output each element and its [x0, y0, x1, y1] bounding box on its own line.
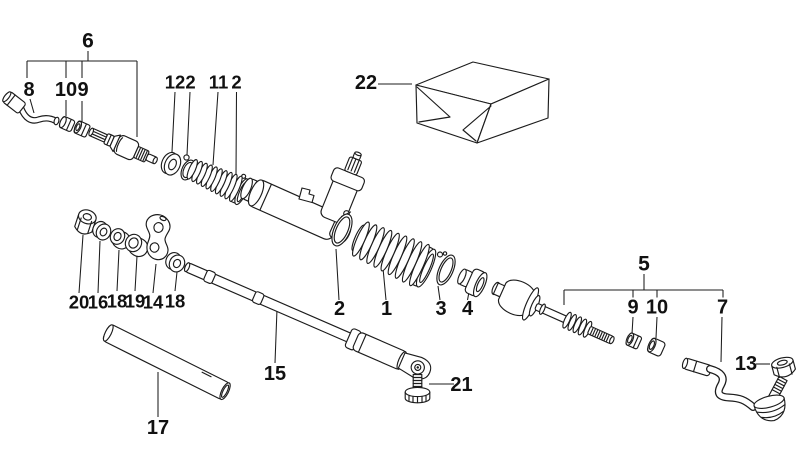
- leader-12-2-11-2: [171, 91, 238, 177]
- callout-6: 6: [82, 30, 94, 53]
- part-7-tie-rod-end: [681, 357, 788, 422]
- callout-2b: 2: [231, 72, 241, 93]
- leader-bracket-6: [26, 51, 138, 137]
- steering-gear-housing: [240, 151, 366, 243]
- part-3-boot-clamp-outer: [436, 251, 456, 286]
- callout-16: 16: [88, 292, 109, 313]
- part-18-washer-b: [165, 252, 186, 273]
- callout-labels: 6 8 10 9 12 2 11 2 22 2 1 3 4 5 9 10 7 1…: [23, 30, 757, 440]
- part-20-nut: [74, 209, 97, 235]
- callout-2a: 2: [185, 72, 195, 93]
- part-15-rack-shaft: [183, 262, 432, 380]
- callout-2c: 2: [334, 298, 345, 320]
- callout-12: 12: [165, 72, 186, 93]
- callout-8: 8: [23, 79, 34, 101]
- callout-17: 17: [147, 417, 169, 439]
- part-4-spacer-bushing: [457, 268, 488, 298]
- callout-18a: 18: [107, 291, 128, 312]
- callout-21: 21: [450, 374, 472, 396]
- callout-5: 5: [638, 253, 650, 276]
- callout-9a: 9: [77, 79, 88, 101]
- part-22-repair-kit-box: [415, 61, 550, 144]
- callout-19: 19: [125, 291, 146, 312]
- part-8-vent-pipe: [2, 91, 60, 126]
- part-6-inner-tie-rod-left: [88, 127, 158, 165]
- callout-1: 1: [381, 298, 392, 320]
- leader-20-16-18-19-14-18: [78, 234, 178, 294]
- callout-10b: 10: [646, 297, 668, 319]
- callout-11: 11: [209, 72, 229, 93]
- callout-3: 3: [435, 298, 446, 320]
- leader-15: [274, 308, 278, 364]
- callout-4: 4: [462, 298, 474, 320]
- callout-15: 15: [264, 363, 286, 385]
- part-10-bushing-left: [58, 116, 76, 132]
- part-16-washer: [92, 220, 112, 241]
- callout-18b: 18: [165, 291, 186, 312]
- part-12-washer: [160, 151, 182, 176]
- leader-8-10-9: [29, 98, 83, 122]
- part-14-link-plate: [145, 214, 171, 261]
- callout-9b: 9: [627, 297, 638, 319]
- part-9-locknut-left: [73, 120, 91, 138]
- callout-22: 22: [355, 72, 377, 94]
- callout-13: 13: [735, 353, 757, 375]
- leader-9-10-7: [631, 316, 723, 363]
- part-10-bushing-right: [646, 337, 666, 357]
- part-2-boot-clamp-large: [331, 210, 353, 247]
- part-17-tube: [102, 324, 231, 401]
- callout-10a: 10: [55, 79, 77, 101]
- leader-bracket-5: [563, 274, 724, 305]
- callout-14: 14: [143, 292, 164, 313]
- part-9-locknut-right: [625, 332, 643, 350]
- part-21-screw: [404, 373, 431, 404]
- leader-2-1-3-4: [335, 248, 470, 301]
- callout-20: 20: [69, 292, 90, 313]
- part-19-bushing: [124, 233, 149, 258]
- part-13-nut: [771, 356, 796, 379]
- part-1-steering-boot-right: [351, 221, 437, 288]
- part-5-inner-tie-rod-right: [491, 279, 615, 345]
- callout-leader-lines: [26, 51, 770, 417]
- callout-7: 7: [717, 297, 728, 319]
